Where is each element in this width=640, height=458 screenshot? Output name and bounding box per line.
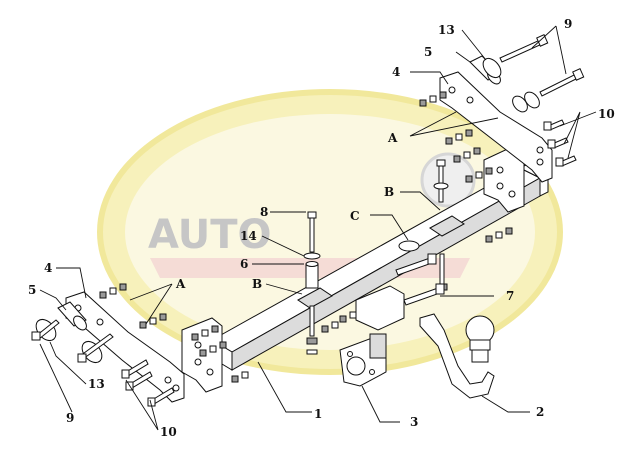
label-13-top: 13 (438, 23, 455, 37)
nuts-group-top (419, 91, 513, 243)
label-a-left: A (175, 277, 186, 291)
mounting-bracket-center (321, 285, 405, 333)
bolt-lower-center (306, 305, 318, 355)
label-6: 6 (240, 257, 248, 271)
label-5-left: 5 (28, 283, 36, 297)
label-1: 1 (314, 407, 322, 421)
bolts-part-9-left (31, 319, 114, 363)
label-3: 3 (410, 415, 418, 429)
socket-plate-part-3 (339, 333, 387, 387)
label-10-left: 10 (160, 425, 177, 439)
label-9-top: 9 (564, 17, 572, 31)
leader-lines (39, 25, 597, 431)
label-7: 7 (506, 289, 514, 303)
label-2: 2 (536, 405, 544, 419)
hole-c (398, 240, 420, 252)
plate-b-right (429, 215, 465, 237)
bolts-part-10-top (543, 119, 577, 167)
washer-part-13-top (482, 57, 502, 79)
label-5-top: 5 (424, 45, 432, 59)
side-arm-right-part-4 (439, 71, 553, 183)
vertical-bolt-right (433, 159, 449, 203)
label-10-top: 10 (598, 107, 615, 121)
vertical-bolt-part-8 (307, 211, 317, 253)
nuts-group-left (99, 283, 249, 383)
spacer-part-5-left (57, 301, 87, 331)
label-9-left: 9 (66, 411, 74, 425)
label-a-top: A (387, 131, 398, 145)
plate-b-left (297, 287, 333, 309)
label-13-left: 13 (88, 377, 105, 391)
label-4-top: 4 (392, 65, 400, 79)
spacer-part-6 (305, 261, 319, 289)
bolts-part-10-left (121, 359, 175, 407)
watermark-text: AUTO (148, 212, 272, 258)
label-b-left: B (252, 277, 262, 291)
bolts-part-9-top (499, 34, 585, 113)
tow-ball-part-2 (419, 313, 495, 399)
label-c: C (350, 209, 360, 223)
label-8: 8 (260, 205, 268, 219)
bolts-part-7 (395, 253, 445, 306)
part-labels: 13 9 5 4 A 10 B C 8 14 6 B 7 4 5 A 13 9 … (28, 17, 615, 439)
label-14: 14 (240, 229, 257, 243)
washer-part-14 (303, 252, 321, 260)
watermark-badge (420, 152, 476, 208)
label-b-right: B (384, 185, 394, 199)
label-4-left: 4 (44, 261, 52, 275)
